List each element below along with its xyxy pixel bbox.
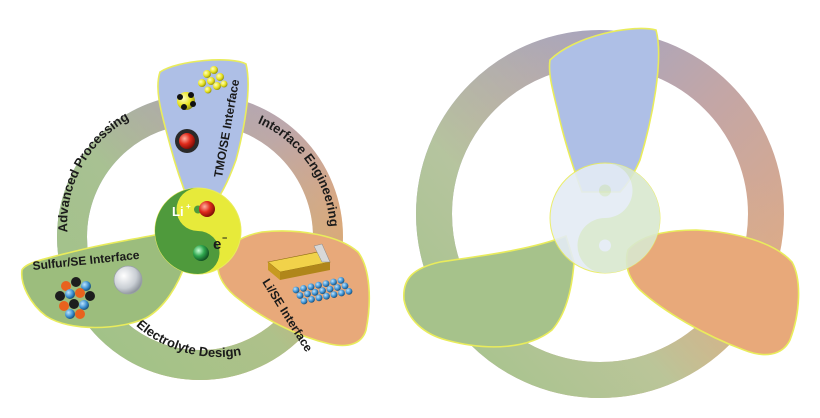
lattice-sphere: [296, 292, 304, 299]
electron-icon: [193, 245, 209, 261]
lattice-sphere: [308, 296, 315, 303]
electron-label: e: [213, 236, 221, 253]
li-ion-label: Li: [172, 204, 184, 219]
lithium-slab-icon: [267, 243, 331, 280]
lattice-sphere: [323, 292, 330, 300]
lattice-sphere: [338, 289, 345, 297]
lattice-sphere: [319, 287, 326, 295]
left-figure: Advanced Processing Interface Engineerin…: [21, 59, 371, 380]
glass-sphere-icon: [113, 265, 143, 295]
lattice-sphere: [334, 284, 341, 291]
lithium-ion-icon: [199, 201, 215, 217]
lattice-sphere: [307, 283, 315, 291]
lattice-sphere: [300, 297, 308, 305]
lattice-sphere: [322, 280, 330, 287]
lattice-sphere: [341, 282, 349, 290]
right-blade-left: [403, 234, 575, 348]
blade-sulfur-se: Sulfur/SE Interface: [21, 226, 187, 329]
lattice-sphere: [345, 288, 353, 295]
lattice-sphere: [292, 286, 300, 294]
right-figure: [403, 27, 800, 398]
yin-yang-center: Li + e −: [154, 187, 242, 275]
right-yin-yang-center: [549, 162, 661, 274]
lattice-sphere: [326, 285, 334, 293]
lattice-sphere: [330, 278, 337, 286]
lattice-sphere: [315, 294, 323, 302]
electrolyte-lattice-icon: [292, 277, 353, 305]
core-shell-particle-icon: [175, 129, 199, 153]
particle-icon: [177, 92, 196, 110]
blade-tmo-se: TMO/SE Interface: [157, 59, 249, 206]
lattice-sphere: [311, 288, 319, 296]
electron-charge: −: [222, 233, 227, 243]
lattice-sphere: [304, 290, 311, 298]
lattice-sphere: [315, 281, 322, 289]
li-ion-charge: +: [186, 202, 191, 211]
lattice-sphere: [300, 285, 307, 292]
lattice-sphere: [330, 291, 338, 298]
blade-li-se: Li/SE Interface: [216, 230, 371, 355]
nanoparticle-cluster-icon: [55, 277, 95, 319]
right-blade-right: [625, 229, 800, 356]
molecule-cluster-icon: [198, 66, 228, 94]
lattice-sphere: [337, 277, 345, 284]
